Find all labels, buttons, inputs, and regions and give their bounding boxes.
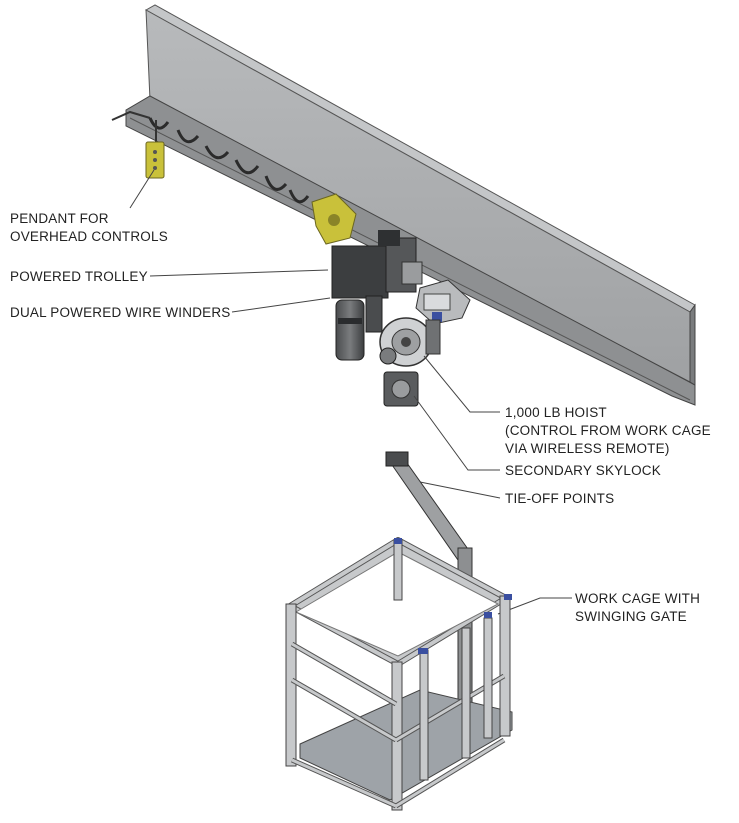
callout-cage-line2: SWINGING GATE: [575, 609, 687, 624]
callout-tieoff: TIE-OFF POINTS: [505, 490, 614, 508]
callout-cage-line1: WORK CAGE WITH: [575, 591, 701, 606]
callout-hoist-line3: VIA WIRELESS REMOTE): [505, 441, 670, 456]
callout-pendant-line1: PENDANT FOR: [10, 211, 109, 226]
callout-tieoff-line1: TIE-OFF POINTS: [505, 491, 615, 506]
callout-winders-line1: DUAL POWERED WIRE WINDERS: [10, 305, 231, 320]
callout-skylock: SECONDARY SKYLOCK: [505, 462, 661, 480]
pendant-control: [145, 120, 165, 179]
callout-hoist-line2: (CONTROL FROM WORK CAGE: [505, 423, 711, 438]
trolley-bracket: [311, 193, 357, 245]
callout-skylock-line1: SECONDARY SKYLOCK: [505, 463, 661, 478]
callout-trolley-line1: POWERED TROLLEY: [10, 269, 148, 284]
festoon-cable-loops: [148, 117, 310, 204]
hoist-box: [415, 279, 471, 325]
work-cage: [285, 537, 513, 811]
powered-trolley: [331, 230, 423, 299]
leader-lines: [129, 169, 572, 615]
callout-winders: DUAL POWERED WIRE WINDERS: [10, 304, 231, 322]
callout-cage: WORK CAGE WITH SWINGING GATE: [575, 590, 700, 626]
callout-hoist-line1: 1,000 LB HOIST: [505, 405, 607, 420]
callout-hoist: 1,000 LB HOIST (CONTROL FROM WORK CAGE V…: [505, 404, 711, 458]
skylock: [379, 347, 419, 407]
callout-pendant: PENDANT FOR OVERHEAD CONTROLS: [10, 210, 168, 246]
wire-winders: [335, 295, 383, 361]
callout-pendant-line2: OVERHEAD CONTROLS: [10, 229, 168, 244]
callout-trolley: POWERED TROLLEY: [10, 268, 148, 286]
